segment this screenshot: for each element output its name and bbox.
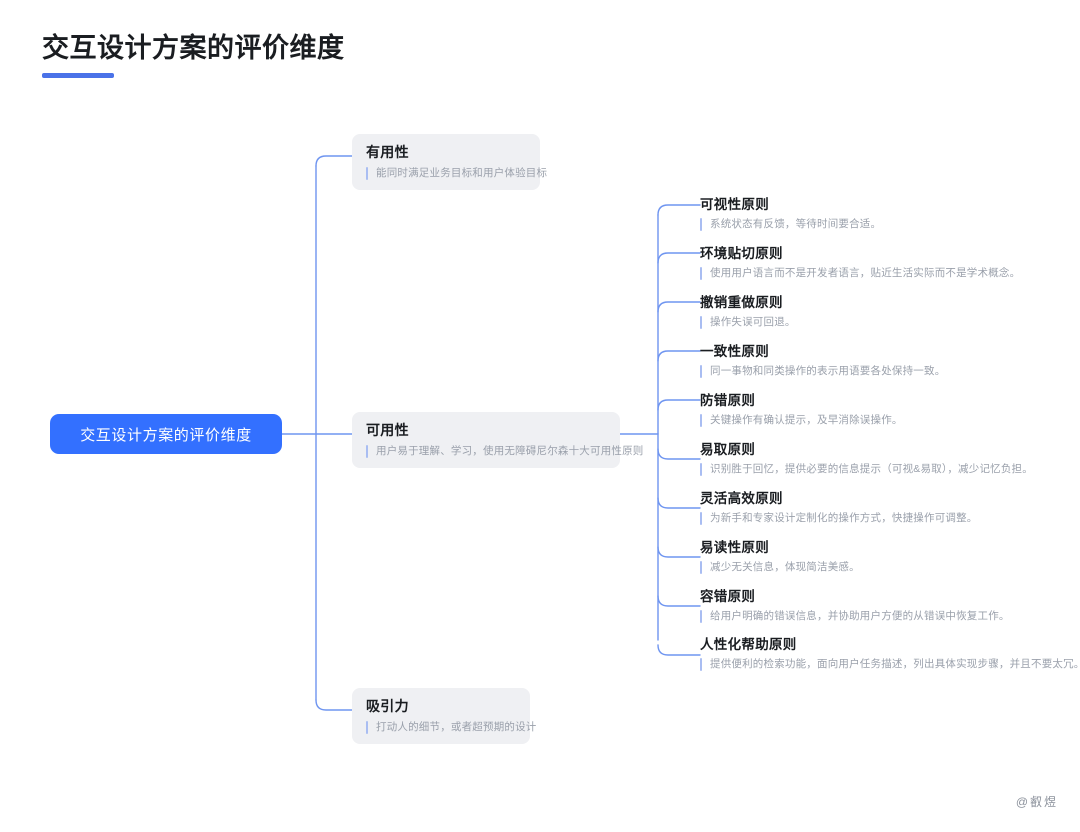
leaf-node-desc-row: 同一事物和同类操作的表示用语要各处保持一致。 — [700, 365, 945, 378]
desc-tick-icon — [700, 267, 702, 280]
leaf-node-desc-row: 识别胜于回忆，提供必要的信息提示（可视&易取），减少记忆负担。 — [700, 463, 1033, 476]
desc-tick-icon — [366, 445, 368, 458]
desc-tick-icon — [700, 218, 702, 231]
desc-tick-icon — [366, 167, 368, 180]
leaf-node-error-tolerance[interactable]: 容错原则 给用户明确的错误信息，并协助用户方便的从错误中恢复工作。 — [700, 588, 1010, 623]
leaf-node-match-context[interactable]: 环境贴切原则 使用用户语言而不是开发者语言，贴近生活实际而不是学术概念。 — [700, 245, 1020, 280]
leaf-node-desc: 使用用户语言而不是开发者语言，贴近生活实际而不是学术概念。 — [710, 267, 1021, 279]
title-block: 交互设计方案的评价维度 — [42, 32, 345, 78]
leaf-node-title: 容错原则 — [700, 589, 756, 604]
desc-tick-icon — [700, 512, 702, 525]
leaf-node-undo-redo[interactable]: 撤销重做原则 操作失误可回退。 — [700, 294, 796, 329]
branch-node-title: 吸引力 — [366, 698, 409, 714]
desc-tick-icon — [700, 561, 702, 574]
branch-node-attractiveness[interactable]: 吸引力 打动人的细节，或者超预期的设计 — [352, 688, 536, 744]
leaf-node-title: 可视性原则 — [700, 197, 769, 212]
leaf-node-desc: 系统状态有反馈，等待时间要合适。 — [710, 218, 882, 230]
page-title: 交互设计方案的评价维度 — [42, 33, 345, 63]
leaf-node-title: 撤销重做原则 — [700, 295, 783, 310]
leaf-node-desc: 给用户明确的错误信息，并协助用户方便的从错误中恢复工作。 — [710, 610, 1010, 622]
leaf-node-desc-row: 使用用户语言而不是开发者语言，贴近生活实际而不是学术概念。 — [700, 267, 1020, 280]
leaf-node-desc-row: 为新手和专家设计定制化的操作方式，快捷操作可调整。 — [700, 512, 978, 525]
branch-node-usability[interactable]: 可用性 用户易于理解、学习，使用无障碍尼尔森十大可用性原则 — [352, 412, 643, 468]
leaf-node-desc: 提供便利的检索功能，面向用户任务描述，列出具体实现步骤，并且不要太冗。 — [710, 658, 1080, 670]
desc-tick-icon — [366, 721, 368, 734]
branch-node-title: 有用性 — [366, 144, 409, 160]
leaf-node-desc: 为新手和专家设计定制化的操作方式，快捷操作可调整。 — [710, 512, 978, 524]
leaf-node-help-documentation[interactable]: 人性化帮助原则 提供便利的检索功能，面向用户任务描述，列出具体实现步骤，并且不要… — [700, 636, 1080, 671]
leaf-node-visibility[interactable]: 可视性原则 系统状态有反馈，等待时间要合适。 — [700, 196, 881, 231]
desc-tick-icon — [700, 463, 702, 476]
leaf-node-consistency[interactable]: 一致性原则 同一事物和同类操作的表示用语要各处保持一致。 — [700, 343, 945, 378]
branch-node-desc-row: 用户易于理解、学习，使用无障碍尼尔森十大可用性原则 — [366, 445, 643, 458]
leaf-node-title: 一致性原则 — [700, 344, 769, 359]
author-watermark: @叡煜 — [1015, 795, 1058, 809]
branch-node-desc: 打动人的细节，或者超预期的设计 — [376, 721, 537, 733]
leaf-node-desc-row: 给用户明确的错误信息，并协助用户方便的从错误中恢复工作。 — [700, 610, 1010, 623]
leaf-node-desc: 操作失误可回退。 — [710, 316, 796, 328]
branch-node-desc: 能同时满足业务目标和用户体验目标 — [376, 167, 548, 179]
leaf-node-title: 环境贴切原则 — [700, 246, 783, 261]
title-underline-accent — [42, 72, 114, 78]
branch-node-usefulness[interactable]: 有用性 能同时满足业务目标和用户体验目标 — [352, 134, 547, 190]
desc-tick-icon — [700, 414, 702, 427]
leaf-node-error-prevention[interactable]: 防错原则 关键操作有确认提示，及早消除误操作。 — [700, 392, 903, 427]
leaf-node-desc-row: 关键操作有确认提示，及早消除误操作。 — [700, 414, 903, 427]
leaf-node-title: 人性化帮助原则 — [700, 637, 797, 652]
desc-tick-icon — [700, 365, 702, 378]
leaf-node-desc-row: 提供便利的检索功能，面向用户任务描述，列出具体实现步骤，并且不要太冗。 — [700, 658, 1080, 671]
leaf-node-title: 易取原则 — [700, 442, 756, 457]
leaf-node-title: 防错原则 — [700, 393, 756, 408]
desc-tick-icon — [700, 610, 702, 623]
leaf-node-flexibility[interactable]: 灵活高效原则 为新手和专家设计定制化的操作方式，快捷操作可调整。 — [700, 490, 978, 525]
branch-node-desc-row: 打动人的细节，或者超预期的设计 — [366, 721, 536, 734]
leaf-node-desc: 减少无关信息，体现简洁美感。 — [710, 561, 860, 573]
leaf-node-title: 灵活高效原则 — [700, 491, 783, 506]
leaf-node-desc: 识别胜于回忆，提供必要的信息提示（可视&易取），减少记忆负担。 — [710, 463, 1033, 475]
leaf-node-desc-row: 减少无关信息，体现简洁美感。 — [700, 561, 860, 574]
root-node[interactable]: 交互设计方案的评价维度 — [50, 414, 282, 454]
leaf-node-readability[interactable]: 易读性原则 减少无关信息，体现简洁美感。 — [700, 539, 860, 574]
leaf-node-desc-row: 操作失误可回退。 — [700, 316, 796, 329]
branch-node-title: 可用性 — [366, 422, 409, 438]
leaf-node-title: 易读性原则 — [700, 540, 769, 555]
leaf-node-desc: 同一事物和同类操作的表示用语要各处保持一致。 — [710, 365, 946, 377]
desc-tick-icon — [700, 658, 702, 671]
leaf-node-desc-row: 系统状态有反馈，等待时间要合适。 — [700, 218, 881, 231]
root-node-label: 交互设计方案的评价维度 — [80, 426, 252, 444]
leaf-node-recognition[interactable]: 易取原则 识别胜于回忆，提供必要的信息提示（可视&易取），减少记忆负担。 — [700, 441, 1033, 476]
leaf-node-desc: 关键操作有确认提示，及早消除误操作。 — [710, 414, 903, 426]
branch-node-desc-row: 能同时满足业务目标和用户体验目标 — [366, 167, 547, 180]
desc-tick-icon — [700, 316, 702, 329]
branch-node-desc: 用户易于理解、学习，使用无障碍尼尔森十大可用性原则 — [376, 445, 644, 457]
